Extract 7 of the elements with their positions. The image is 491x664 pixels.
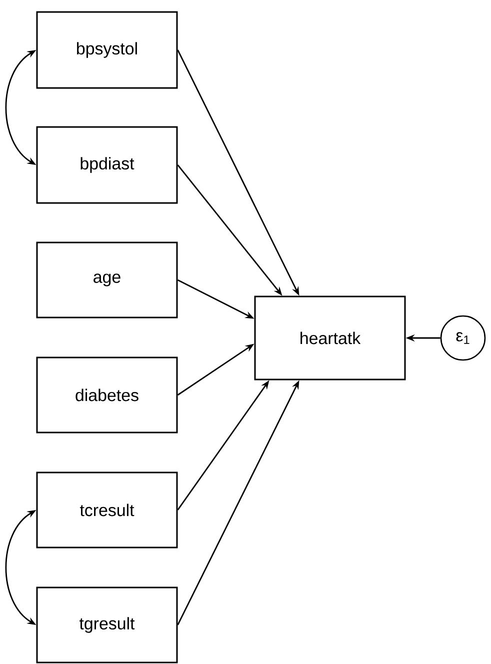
variable-box: heartatk <box>254 296 406 380</box>
variable-box: bpsystol <box>36 11 178 89</box>
variable-box: tcresult <box>36 472 178 548</box>
variable-box: tgresult <box>36 586 178 664</box>
variable-box: diabetes <box>36 356 178 434</box>
variable-box: bpdiast <box>36 126 178 204</box>
variable-box: age <box>36 242 178 318</box>
